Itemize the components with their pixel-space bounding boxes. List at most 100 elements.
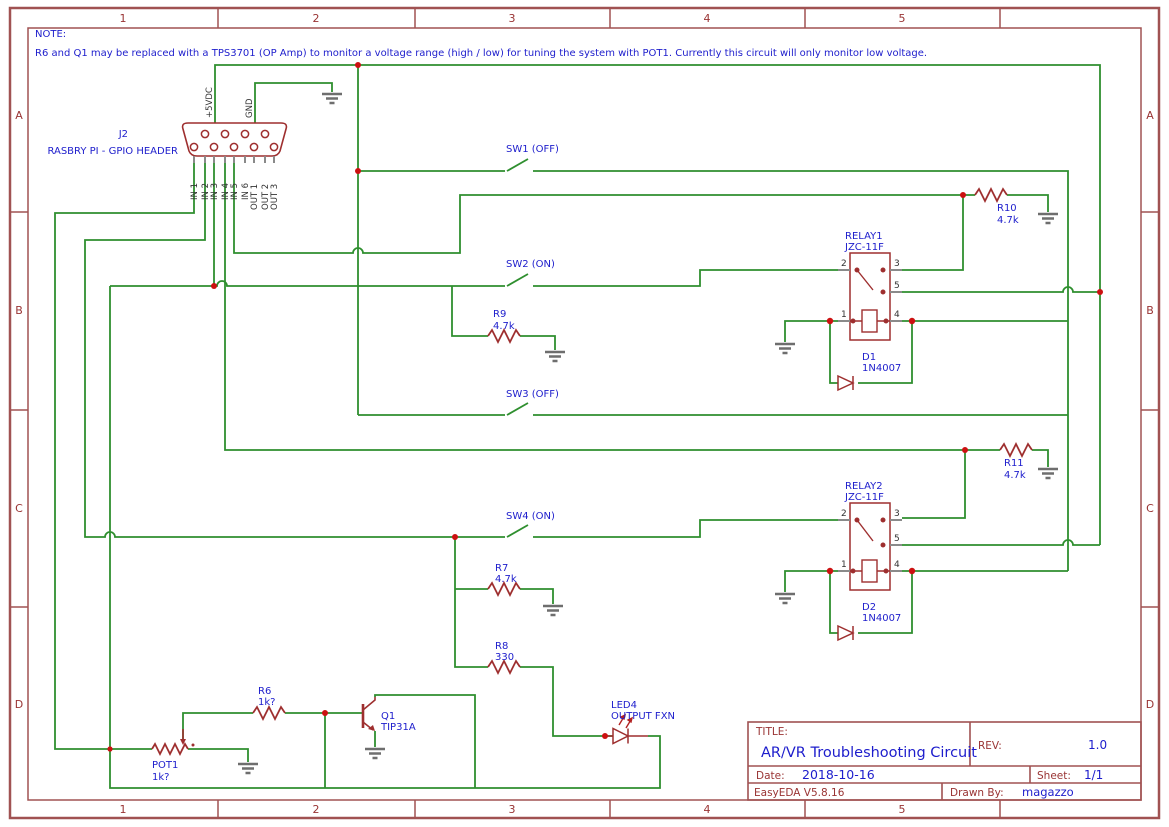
wire-sw2 (110, 269, 838, 287)
col-label-bottom: 1 (120, 803, 127, 816)
col-label-top: 4 (704, 12, 711, 25)
r11-ref: R11 (1004, 458, 1024, 469)
pin-label: IN 4 (221, 183, 231, 200)
r6-value: 1k? (258, 697, 275, 708)
r8-value: 330 (495, 652, 514, 663)
relay1-part: JZC-11F (844, 242, 884, 253)
resistor-r11 (999, 443, 1033, 457)
sw1-lever (506, 158, 529, 172)
wire-in4-r11 (224, 163, 1049, 519)
note-heading: NOTE: (35, 29, 66, 40)
sheet-border (8, 6, 1161, 820)
pin-label: OUT 1 (250, 184, 260, 210)
wires[interactable] (54, 64, 1101, 789)
sheet-border-labels: 1 2 3 4 5 1 2 3 4 5 A B C D A B C D (15, 12, 1154, 816)
relay1[interactable]: 2 3 5 1 4 RELAY1 JZC-11F (838, 231, 902, 341)
relay2-part: JZC-11F (844, 492, 884, 503)
wire-in5-r10 (233, 163, 1049, 271)
wire-sw1 (358, 170, 1069, 571)
junction-dots (107, 62, 1103, 752)
wire-gnd-stub (254, 82, 333, 123)
switch-labels: SW1 (OFF) SW2 (ON) SW3 (OFF) SW4 (ON) (506, 144, 559, 522)
pot1-value: 1k? (152, 772, 169, 783)
sw1-label: SW1 (OFF) (506, 144, 559, 155)
power-label-5vdc: +5VDC (205, 87, 215, 118)
wire-pot-right (188, 748, 249, 762)
r10-value: 4.7k (997, 215, 1019, 226)
r10-ref: R10 (997, 203, 1017, 214)
connector-ref: J2 (118, 129, 128, 140)
wire-q1-collector (374, 694, 476, 788)
diode-d1[interactable]: D1 1N4007 (837, 352, 901, 392)
sw4-label: SW4 (ON) (506, 511, 555, 522)
sw2-lever (506, 273, 529, 287)
d1-ref: D1 (862, 352, 876, 363)
wire-top-rail (214, 64, 1101, 545)
relay1-pin4: 4 (894, 310, 900, 320)
r6-ref: R6 (258, 686, 271, 697)
relay1-pin5: 5 (894, 281, 900, 291)
resistor-r10 (974, 188, 1008, 202)
r11-value: 4.7k (1004, 470, 1026, 481)
note: NOTE: R6 and Q1 may be replaced with a T… (35, 29, 927, 59)
row-label-left: B (15, 304, 23, 317)
r9-ref: R9 (493, 309, 506, 320)
pin-label: IN 1 (190, 183, 200, 200)
led4-ref: LED4 (611, 700, 637, 711)
relay1-pin2: 2 (841, 259, 847, 269)
pin-label: IN 2 (201, 183, 211, 200)
connector-desc: RASBRY PI - GPIO HEADER (47, 146, 178, 157)
d2-part: 1N4007 (862, 613, 901, 624)
row-label-right: B (1146, 304, 1154, 317)
col-label-bottom: 5 (899, 803, 906, 816)
schematic-title: AR/VR Troubleshooting Circuit (761, 745, 977, 761)
d2-ref: D2 (862, 602, 876, 613)
pin-label: IN 5 (230, 183, 240, 200)
col-label-bottom: 4 (704, 803, 711, 816)
software-version: EasyEDA V5.8.16 (754, 787, 845, 799)
d1-part: 1N4007 (862, 363, 901, 374)
drawn-by-value: magazzo (1022, 785, 1074, 799)
note-body: R6 and Q1 may be replaced with a TPS3701… (35, 48, 927, 59)
resistor-r6 (252, 706, 286, 720)
potentiometer-pot1[interactable]: POT1 1k? (151, 729, 195, 783)
relay2-ref: RELAY2 (845, 481, 883, 492)
wire-r7r8 (454, 537, 613, 737)
row-label-right: A (1146, 109, 1154, 122)
row-label-left: A (15, 109, 23, 122)
r9-value: 4.7k (493, 321, 515, 332)
led4-function: OUTPUT FXN (611, 711, 675, 722)
connector-pin-stubs (193, 156, 275, 163)
date-value: 2018-10-16 (802, 767, 875, 782)
connector-j2[interactable]: IN 1 IN 2 IN 3 IN 4 IN 5 IN 6 OUT 1 OUT … (47, 87, 288, 210)
r7-value: 4.7k (495, 574, 517, 585)
row-label-right: C (1146, 502, 1154, 515)
resistors[interactable]: R10 4.7k R9 4.7k R11 4.7k R7 4.7k R8 330… (252, 188, 1033, 720)
drawn-by-label: Drawn By: (950, 787, 1004, 799)
led4[interactable]: LED4 OUTPUT FXN (605, 700, 675, 745)
wire-r6-base (182, 712, 362, 743)
relay2[interactable]: 2 3 5 1 4 RELAY2 JZC-11F (838, 481, 902, 591)
power-label-gnd: GND (245, 98, 255, 118)
relay2-pin1: 1 (841, 560, 847, 570)
transistor-q1[interactable]: Q1 TIP31A (361, 697, 416, 733)
q1-ref: Q1 (381, 711, 395, 722)
relay1-ref: RELAY1 (845, 231, 883, 242)
sw2-label: SW2 (ON) (506, 259, 555, 270)
q1-part: TIP31A (380, 722, 416, 733)
col-label-top: 5 (899, 12, 906, 25)
sw3-label: SW3 (OFF) (506, 389, 559, 400)
rev-label: REV: (978, 740, 1002, 752)
wire-relay2-pin5 (902, 539, 1100, 546)
diode-d2[interactable]: D2 1N4007 (837, 602, 901, 642)
pot1-ref: POT1 (152, 760, 178, 771)
pin-label: IN 6 (241, 183, 251, 200)
relay2-pin2: 2 (841, 509, 847, 519)
pin-label: OUT 3 (270, 184, 280, 210)
r8-ref: R8 (495, 641, 508, 652)
sheet-label: Sheet: (1037, 770, 1071, 782)
title-block: TITLE: REV: Date: Sheet: EasyEDA V5.8.16… (747, 721, 1142, 801)
wire-v110-bottom-loop (109, 286, 661, 789)
